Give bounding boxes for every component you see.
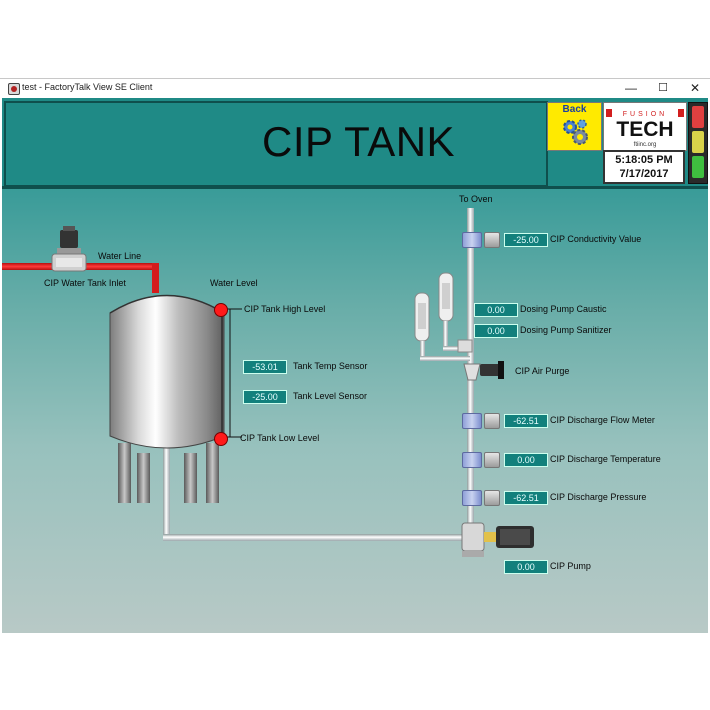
caustic-pump-value: 0.00 — [474, 303, 518, 317]
discharge-temp-label: CIP Discharge Temperature — [550, 454, 661, 464]
temperature-sensor-head-icon — [484, 452, 500, 468]
sanitizer-pump-value: 0.00 — [474, 324, 518, 338]
back-button[interactable]: Back — [547, 102, 602, 151]
page-title: CIP TANK — [262, 118, 456, 165]
conductivity-sensor-icon — [462, 232, 482, 248]
cip-pump-icon — [461, 522, 534, 557]
stack-light-green — [692, 156, 704, 178]
close-button[interactable]: ✕ — [689, 81, 701, 95]
maximize-button[interactable]: ☐ — [658, 82, 668, 94]
temperature-sensor-icon — [462, 452, 482, 468]
cip-tank-vessel — [109, 294, 225, 449]
flow-meter-icon — [462, 413, 482, 429]
clock-time: 5:18:05 PM — [615, 154, 673, 166]
clock-date: 7/17/2017 — [619, 168, 669, 180]
tank-temp-value: -53.01 — [243, 360, 287, 374]
tank-level-value: -25.00 — [243, 390, 287, 404]
cip-pump-label: CIP Pump — [550, 561, 591, 571]
logo-small-text: FUSION — [623, 111, 667, 118]
low-level-lamp — [214, 432, 228, 446]
discharge-pressure-value: -62.51 — [504, 491, 548, 505]
stack-light-red — [692, 106, 704, 128]
process-graphics — [2, 208, 534, 557]
water-level-label: Water Level — [210, 278, 258, 288]
low-level-label: CIP Tank Low Level — [240, 433, 320, 443]
conductivity-sensor-head-icon — [484, 232, 500, 248]
fusion-tech-logo: FUSION TECH ftiinc.org — [603, 102, 687, 151]
flow-meter-label: CIP Discharge Flow Meter — [550, 415, 655, 425]
tank-outlet-pipe — [163, 448, 467, 541]
conductivity-label: CIP Conductivity Value — [550, 234, 642, 244]
inlet-valve-icon — [51, 226, 87, 272]
air-purge-valve-icon — [463, 361, 504, 381]
sanitizer-pump-label: Dosing Pump Sanitizer — [520, 325, 612, 335]
discharge-pressure-label: CIP Discharge Pressure — [550, 492, 647, 502]
back-label: Back — [562, 104, 587, 115]
to-oven-label: To Oven — [459, 194, 493, 204]
window-title: test - FactoryTalk View SE Client — [22, 82, 153, 92]
minimize-button[interactable]: — — [625, 81, 637, 95]
gears-icon — [563, 119, 588, 145]
stack-light-indicator — [688, 102, 708, 184]
logo-url-text: ftiinc.org — [634, 142, 657, 148]
pressure-sensor-head-icon — [484, 490, 500, 506]
clock-panel: 5:18:05 PM 7/17/2017 — [603, 150, 685, 184]
discharge-temp-value: 0.00 — [504, 453, 548, 467]
tank-inlet-label: CIP Water Tank Inlet — [44, 278, 126, 288]
high-level-lamp — [214, 303, 228, 317]
level-sight-glass — [221, 308, 242, 438]
tank-legs — [118, 443, 219, 503]
caustic-pump-label: Dosing Pump Caustic — [520, 304, 607, 314]
pressure-sensor-icon — [462, 490, 482, 506]
app-icon — [8, 83, 20, 95]
window-titlebar: test - FactoryTalk View SE Client — ☐ ✕ — [0, 78, 710, 99]
high-level-label: CIP Tank High Level — [244, 304, 326, 314]
dosing-pumps — [414, 272, 473, 361]
flow-meter-value: -62.51 — [504, 414, 548, 428]
tank-temp-label: Tank Temp Sensor — [293, 361, 368, 371]
cip-pump-value: 0.00 — [504, 560, 548, 574]
header-bar: CIP TANK Back FUSION TECH ftiinc.org 5:1… — [2, 98, 708, 189]
tank-level-label: Tank Level Sensor — [293, 391, 368, 401]
conductivity-value: -25.00 — [504, 233, 548, 247]
water-line-label: Water Line — [98, 251, 142, 261]
flow-meter-head-icon — [484, 413, 500, 429]
hmi-display: CIP TANK Back FUSION TECH ftiinc.org 5:1… — [2, 98, 708, 633]
stack-light-yellow — [692, 131, 704, 153]
logo-graphic: FUSION TECH ftiinc.org — [606, 109, 684, 148]
logo-big-text: TECH — [616, 118, 673, 141]
air-purge-label: CIP Air Purge — [515, 366, 570, 376]
